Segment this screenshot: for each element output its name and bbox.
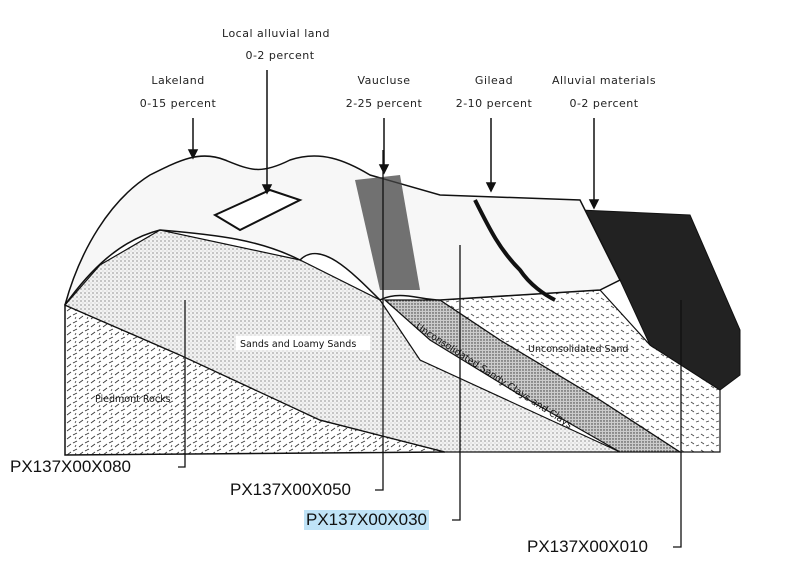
lakeland-label: Lakeland xyxy=(151,74,204,87)
local-alluvial-label: Local alluvial land xyxy=(222,27,330,40)
code-label-050: PX137X00X050 xyxy=(230,480,351,499)
unconsolidated-sand-label: Unconsolidated Sand xyxy=(528,344,628,355)
gilead-drainage xyxy=(473,199,556,302)
piedmont-layer-label: Piedmont Rocks xyxy=(95,394,171,405)
gilead-label: Gilead xyxy=(475,74,513,87)
layer-unconsolidated-sand xyxy=(438,289,721,453)
vaucluse-slope: 2-25 percent xyxy=(346,97,423,110)
vaucluse-label: Vaucluse xyxy=(358,74,411,87)
alluvial-materials-label: Alluvial materials xyxy=(552,74,656,87)
local-alluvial-channel xyxy=(212,188,303,232)
lakeland-slope: 0-15 percent xyxy=(140,97,217,110)
alluvial-materials-slope: 0-2 percent xyxy=(569,97,638,110)
code-label-080: PX137X00X080 xyxy=(10,457,131,476)
alluvial-block xyxy=(579,209,741,391)
local-alluvial-slope: 0-2 percent xyxy=(245,49,314,62)
hills-surface xyxy=(64,155,622,306)
code-label-010: PX137X00X010 xyxy=(527,537,648,556)
sands-layer-label: Sands and Loamy Sands xyxy=(240,339,356,350)
leader-lines xyxy=(178,150,682,548)
gilead-slope: 2-10 percent xyxy=(456,97,533,110)
vaucluse-slopes xyxy=(355,175,420,290)
code-label-030-highlighted: PX137X00X030 xyxy=(304,510,429,530)
